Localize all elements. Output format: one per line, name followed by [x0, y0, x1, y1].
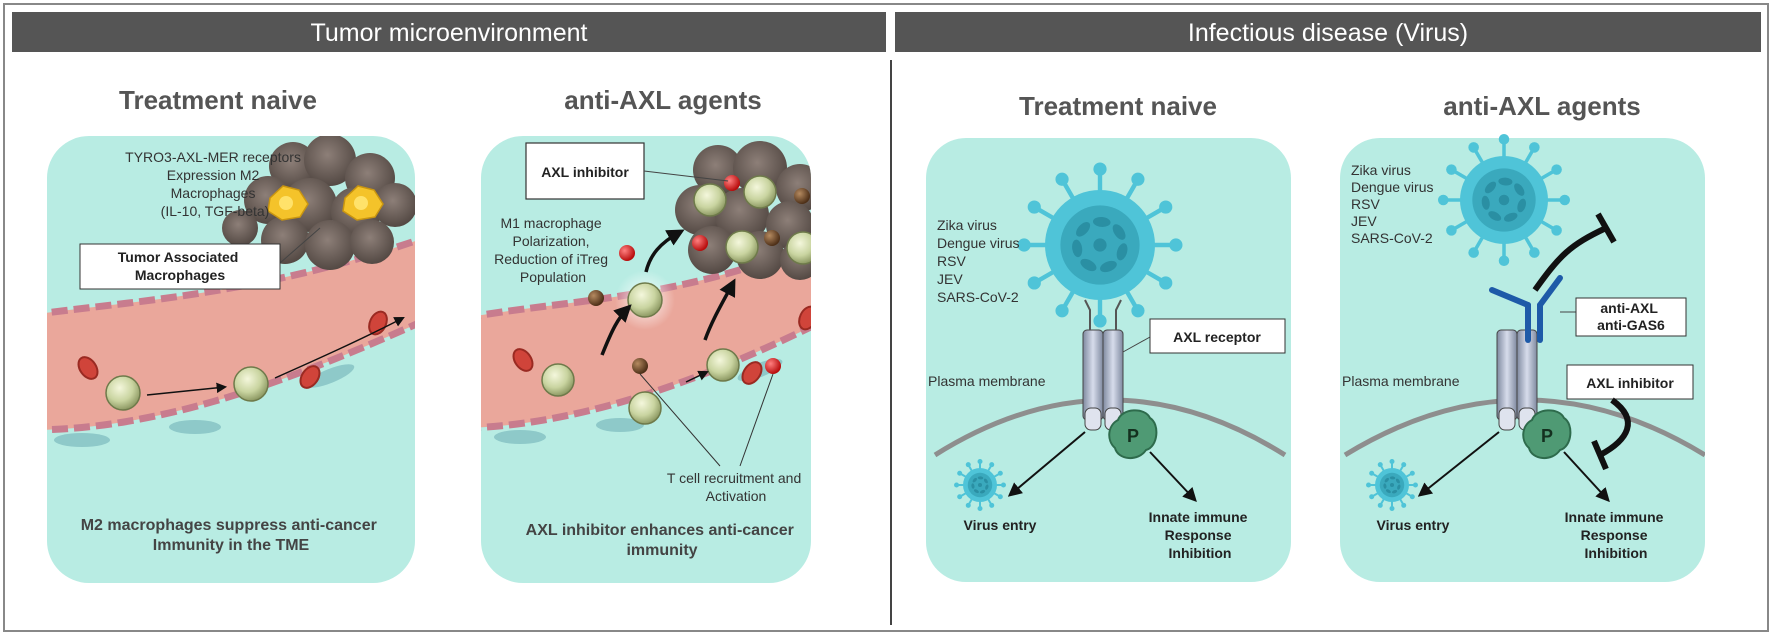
inhibitor-particle — [692, 235, 708, 251]
phospho-group — [1108, 409, 1158, 459]
tcell-text: T cell recruitment and Activation — [667, 470, 805, 504]
m1-particle — [632, 358, 648, 374]
entry-arrow — [1007, 431, 1086, 497]
panel3-title: Treatment naive — [1019, 91, 1217, 121]
vessel-wall-bottom — [481, 316, 811, 432]
tam-label-box — [79, 243, 281, 290]
m1-particle — [588, 290, 604, 306]
polarization-arrow — [600, 304, 632, 356]
axl-receptor — [1496, 329, 1538, 431]
panel4-title: anti-AXL agents — [1443, 91, 1640, 121]
m1-particle — [764, 230, 780, 246]
red-blood-cell — [512, 348, 534, 372]
axl-receptor-label: AXL receptor — [1173, 329, 1261, 345]
virus-particle — [1017, 162, 1183, 328]
phospho-group — [1522, 409, 1572, 459]
infiltration-arrow — [703, 278, 736, 341]
axl-receptor — [1082, 299, 1124, 431]
m1-macrophage — [627, 282, 663, 318]
t-cell — [541, 363, 575, 397]
phospho-label: P — [1541, 426, 1553, 446]
t-cell — [693, 183, 727, 217]
panel2-title: anti-AXL agents — [564, 85, 761, 115]
innate-label: Innate immune Response Inhibition — [1565, 509, 1668, 561]
panel-virus-anti-axl: anti-AXL agents Zika virus Dengue virus … — [1340, 91, 1705, 582]
header-bar-right — [895, 12, 1761, 52]
pericyte — [596, 418, 644, 432]
immune-cell — [105, 375, 141, 411]
t-cell — [628, 391, 662, 425]
outer-frame — [3, 3, 1769, 632]
plasma-membrane-label: Plasma membrane — [1342, 373, 1460, 389]
receptor-leader — [1122, 336, 1151, 353]
infiltration-arrow — [644, 229, 685, 273]
pericyte — [169, 420, 221, 434]
virus-particle — [1438, 134, 1570, 266]
virus-icon — [954, 459, 1006, 511]
pericyte — [305, 364, 355, 388]
tcell-leader — [739, 373, 774, 467]
migration-arrow — [274, 317, 405, 379]
panel-tumor-anti-axl: anti-AXL agents — [481, 85, 811, 583]
inhibition-arrow — [1563, 451, 1610, 503]
block-arc — [1598, 397, 1631, 458]
t-cell — [725, 230, 759, 264]
header-bar-left — [12, 12, 886, 52]
panel-tumor-naive: Treatment naive — [47, 85, 415, 583]
header-right: Infectious disease (Virus) — [1188, 19, 1468, 47]
pericyte — [54, 433, 110, 447]
inhibitor-particle — [619, 245, 635, 261]
red-blood-cell — [741, 361, 763, 385]
panel1-title: Treatment naive — [119, 85, 317, 115]
axl-inhibitor-box — [1566, 364, 1694, 400]
phospho-label: P — [1127, 426, 1139, 446]
block-arc — [1532, 225, 1608, 292]
innate-label: Innate immune Response Inhibition — [1149, 509, 1252, 561]
receptor-text: TYRO3-AXL-MER receptors Expression M2 Ma… — [125, 149, 305, 219]
entry-arrow — [1417, 431, 1500, 497]
inhibitor-leader — [643, 170, 729, 182]
tcell-leader — [639, 373, 721, 467]
immune-cell — [233, 366, 269, 402]
red-blood-cell — [798, 305, 811, 331]
antibody-icon — [1489, 275, 1563, 343]
block-bar — [1595, 212, 1617, 244]
inhibitor-particle — [765, 358, 781, 374]
header-left: Tumor microenvironment — [311, 19, 588, 47]
axl-inhibitor-box — [525, 142, 645, 200]
panel1-caption: M2 macrophages suppress anti-cancer Immu… — [81, 517, 382, 554]
tam-label: Tumor Associated Macrophages — [118, 249, 242, 283]
m1-text: M1 macrophage Polarization, Reduction of… — [494, 215, 612, 285]
inhibition-arrow — [1149, 451, 1197, 503]
t-cell — [706, 348, 740, 382]
axl-inhibitor-label: AXL inhibitor — [1586, 375, 1674, 391]
block-bar — [1591, 439, 1609, 471]
antibody-box — [1575, 297, 1687, 337]
tam-leader — [279, 227, 321, 264]
virus-icon — [1366, 459, 1418, 511]
pericyte — [494, 430, 546, 444]
inhibitor-particle — [724, 175, 740, 191]
t-cell — [743, 175, 777, 209]
virus-entry-label: Virus entry — [964, 517, 1037, 533]
t-cell — [786, 231, 811, 265]
virus-entry-label: Virus entry — [1377, 517, 1450, 533]
red-blood-cell — [77, 356, 99, 380]
m1-particle — [794, 188, 810, 204]
migration-arrow — [685, 370, 709, 383]
tam-nucleus — [354, 196, 368, 210]
red-blood-cell — [299, 365, 321, 389]
virus-list: Zika virus Dengue virus RSV JEV SARS-CoV… — [937, 217, 1023, 305]
axl-inhibitor-label: AXL inhibitor — [541, 164, 629, 180]
virus-list: Zika virus Dengue virus RSV JEV SARS-CoV… — [1351, 162, 1437, 246]
migration-arrow — [146, 382, 228, 396]
tam-nucleus — [279, 196, 293, 210]
panel-virus-naive: Treatment naive Zika virus Dengue virus … — [926, 91, 1291, 582]
antibody-label: anti-AXL anti-GAS6 — [1597, 300, 1665, 333]
plasma-membrane-label: Plasma membrane — [928, 373, 1046, 389]
axl-receptor-box — [1149, 318, 1286, 354]
panel2-caption: AXL inhibitor enhances anti-cancer immun… — [526, 522, 799, 559]
